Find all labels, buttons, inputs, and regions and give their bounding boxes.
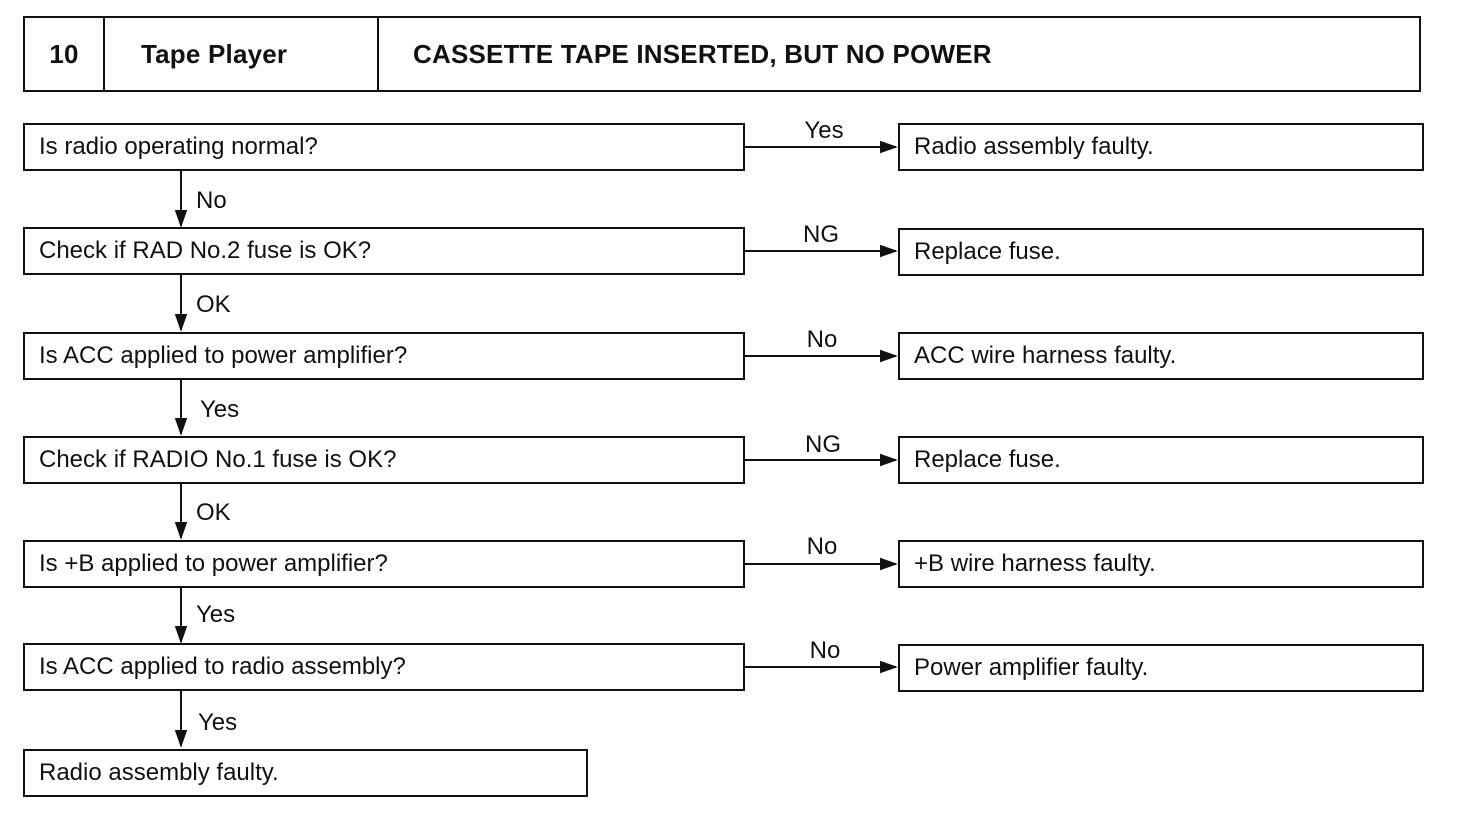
next-label-5: Yes	[196, 601, 236, 628]
branch-label-1: Yes	[804, 117, 844, 144]
question-box-6: Is ACC applied to radio assembly?	[23, 643, 745, 691]
question-box-3: Is ACC applied to power amplifier?	[23, 332, 745, 380]
result-box-2: Replace fuse.	[898, 228, 1424, 276]
result-box-1: Radio assembly faulty.	[898, 123, 1424, 171]
page-title: CASSETTE TAPE INSERTED, BUT NO POWER	[413, 38, 992, 69]
result-box-3: ACC wire harness faulty.	[898, 332, 1424, 380]
section-name: Tape Player	[103, 18, 379, 90]
question-box-1: Is radio operating normal?	[23, 123, 745, 171]
question-box-5: Is +B applied to power amplifier?	[23, 540, 745, 588]
branch-label-6: No	[809, 637, 841, 664]
next-label-6: Yes	[198, 709, 238, 736]
header-table: 10 Tape Player CASSETTE TAPE INSERTED, B…	[23, 16, 1421, 92]
result-box-5: +B wire harness faulty.	[898, 540, 1424, 588]
section-number: 10	[25, 18, 105, 90]
result-box-6: Power amplifier faulty.	[898, 644, 1424, 692]
branch-label-4: NG	[805, 431, 841, 458]
branch-label-5: No	[806, 533, 838, 560]
question-box-2: Check if RAD No.2 fuse is OK?	[23, 227, 745, 275]
question-box-4: Check if RADIO No.1 fuse is OK?	[23, 436, 745, 484]
final-result-box: Radio assembly faulty.	[23, 749, 588, 797]
branch-label-3: No	[806, 326, 838, 353]
next-label-3: Yes	[200, 396, 240, 423]
next-label-4: OK	[196, 499, 231, 526]
next-label-2: OK	[196, 291, 231, 318]
next-label-1: No	[196, 187, 227, 214]
branch-label-2: NG	[803, 221, 839, 248]
result-box-4: Replace fuse.	[898, 436, 1424, 484]
